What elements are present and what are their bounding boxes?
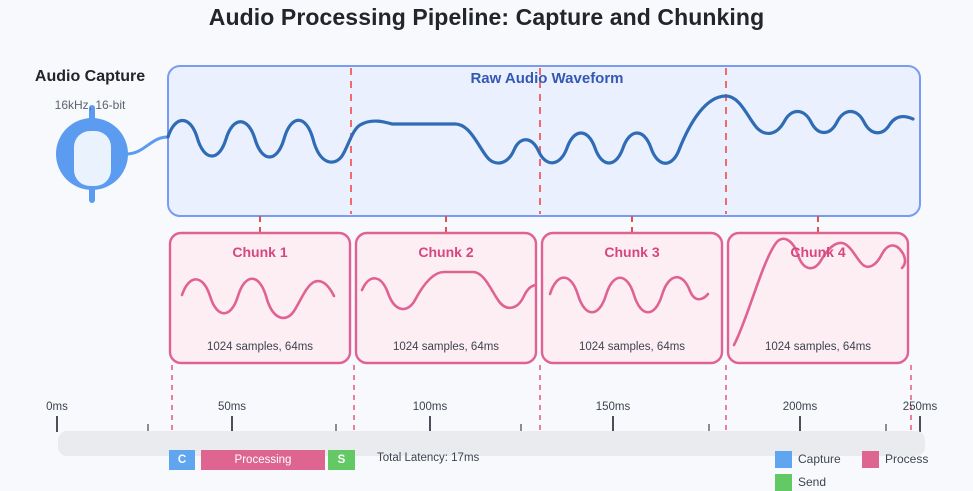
timeline-tick-label-1: 50ms	[217, 401, 247, 413]
chunk-connector-lines	[259, 216, 819, 234]
timeline-tick-label-4: 200ms	[782, 401, 818, 413]
legend-label-capture: Capture	[798, 452, 841, 466]
status-segment-processing[interactable]: Processing	[201, 450, 325, 470]
timeline-tick-label-0: 0ms	[46, 401, 68, 413]
timeline-minor-ticks	[147, 424, 887, 432]
timeline-chunk-markers	[171, 365, 912, 430]
chunk-box-3[interactable]	[540, 231, 724, 365]
chunk-mini-waveforms	[180, 237, 907, 347]
timeline-tick-label-5: 250ms	[902, 401, 938, 413]
chunk-detail-3: 1024 samples, 64ms	[578, 341, 686, 353]
page-title: Audio Processing Pipeline: Capture and C…	[208, 4, 765, 30]
chunk-detail-2: 1024 samples, 64ms	[392, 341, 500, 353]
chunk-box-1[interactable]	[168, 231, 352, 365]
raw-waveform-label: Raw Audio Waveform	[470, 70, 624, 87]
timeline-tick-label-2: 100ms	[412, 401, 448, 413]
chunk-title-2: Chunk 2	[418, 244, 474, 260]
status-segment-capture[interactable]: C	[169, 450, 195, 470]
chunk-mini-waveform-3	[548, 275, 710, 314]
status-segment-send[interactable]: S	[328, 450, 355, 470]
chunk-detail-4: 1024 samples, 64ms	[764, 341, 872, 353]
chunk-mini-waveform-2	[360, 270, 536, 311]
chunk-detail-1: 1024 samples, 64ms	[206, 341, 314, 353]
raw-waveform-panel	[167, 65, 921, 217]
total-latency-label: Total Latency: 17ms	[377, 452, 480, 464]
raw-waveform-trace	[166, 94, 915, 165]
chunk-box-2[interactable]	[354, 231, 538, 365]
microphone-icon	[56, 105, 128, 203]
chunk-title-1: Chunk 1	[232, 244, 288, 260]
legend-label-process: Process	[885, 452, 929, 466]
timeline-tick-label-3: 150ms	[595, 401, 631, 413]
audio-capture-title: Audio Capture	[34, 68, 146, 85]
legend-swatch-send	[775, 474, 792, 491]
mic-to-waveform-connector	[125, 135, 169, 156]
legend-label-send: Send	[798, 475, 827, 489]
legend-swatch-process	[862, 451, 879, 468]
chunk-mini-waveform-4	[732, 237, 907, 347]
timeline-major-ticks	[56, 416, 921, 432]
chunk-mini-waveform-1	[180, 277, 336, 320]
timeline-track[interactable]	[58, 431, 925, 456]
waveform-chunk-dividers	[350, 68, 727, 214]
chunk-title-4: Chunk 4	[790, 244, 846, 260]
chunk-title-3: Chunk 3	[604, 244, 660, 260]
legend-swatch-capture	[775, 451, 792, 468]
audio-capture-subtitle: 16kHz, 16-bit	[54, 98, 126, 112]
